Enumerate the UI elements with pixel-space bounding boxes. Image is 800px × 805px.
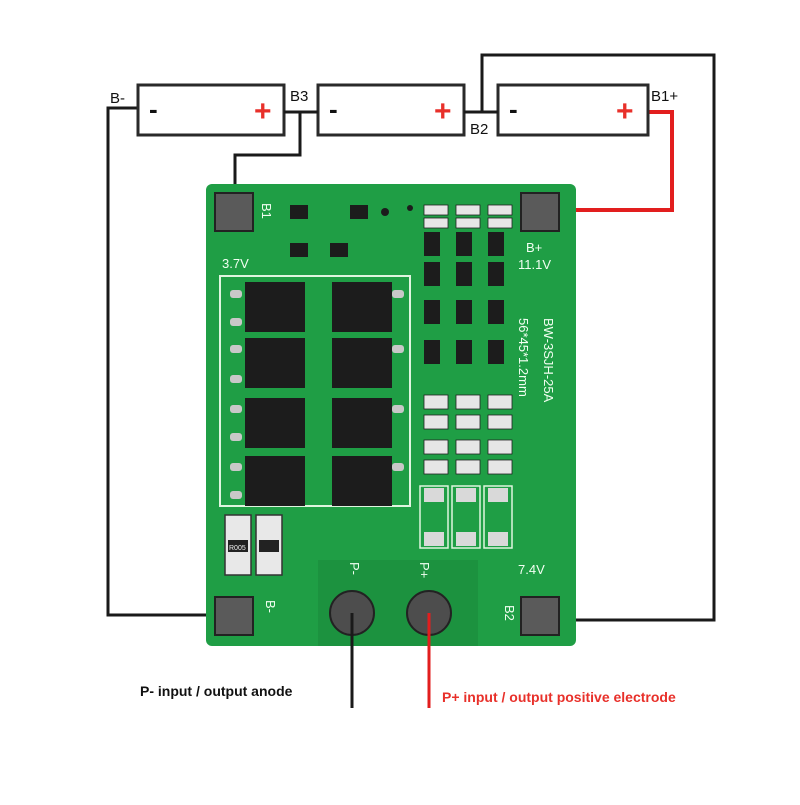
mosfet-array [219,275,411,507]
pad-b-plus [520,192,560,232]
caption-p-plus: P+ input / output positive electrode [442,689,676,705]
smd-grid [423,204,513,475]
silk-3-7v: 3.7V [222,256,249,271]
silk-dimensions: 56*45*1.2mm [516,318,531,397]
silk-b2: B2 [502,605,517,621]
caption-p-minus: P- input / output anode [140,683,293,699]
battery-1-minus: - [149,94,158,124]
silk-b1: B1 [259,203,274,219]
label-b2: B2 [470,121,488,138]
battery-1-plus: + [254,95,272,128]
silk-b-plus: B+ [526,240,542,255]
smd-components [290,205,504,364]
battery-2: - + [316,83,466,137]
silk-p-plus: P+ [417,562,432,578]
silk-p-minus: P- [347,562,362,575]
balance-modules [419,485,513,549]
silk-7-4v: 7.4V [518,562,545,577]
pcb-board: R005 B1 3.7V B+ [206,184,576,646]
battery-3: - + [496,83,650,137]
battery-3-plus: + [616,95,634,128]
label-b-minus: B- [110,90,125,107]
label-b1-plus: B1+ [651,88,678,105]
sense-resistors: R005 [224,514,283,576]
resistor-code: R005 [229,545,246,552]
wire-b1-plus [540,110,674,212]
silk-11-1v: 11.1V [518,257,551,272]
battery-1: - + [136,83,286,137]
wire-b-minus [106,106,232,617]
wire-b3-to-b1 [233,112,302,210]
wire-b2-to-pad [480,53,716,622]
label-b3: B3 [290,88,308,105]
pad-b1 [214,192,254,232]
battery-2-minus: - [329,94,338,124]
black-wires [106,53,716,622]
pad-b2 [520,596,560,636]
silk-model: BW-3SJH-25A [541,318,556,403]
silk-b-minus: B- [263,600,278,613]
battery-2-plus: + [434,95,452,128]
battery-3-minus: - [509,94,518,124]
pad-b-minus [214,596,254,636]
